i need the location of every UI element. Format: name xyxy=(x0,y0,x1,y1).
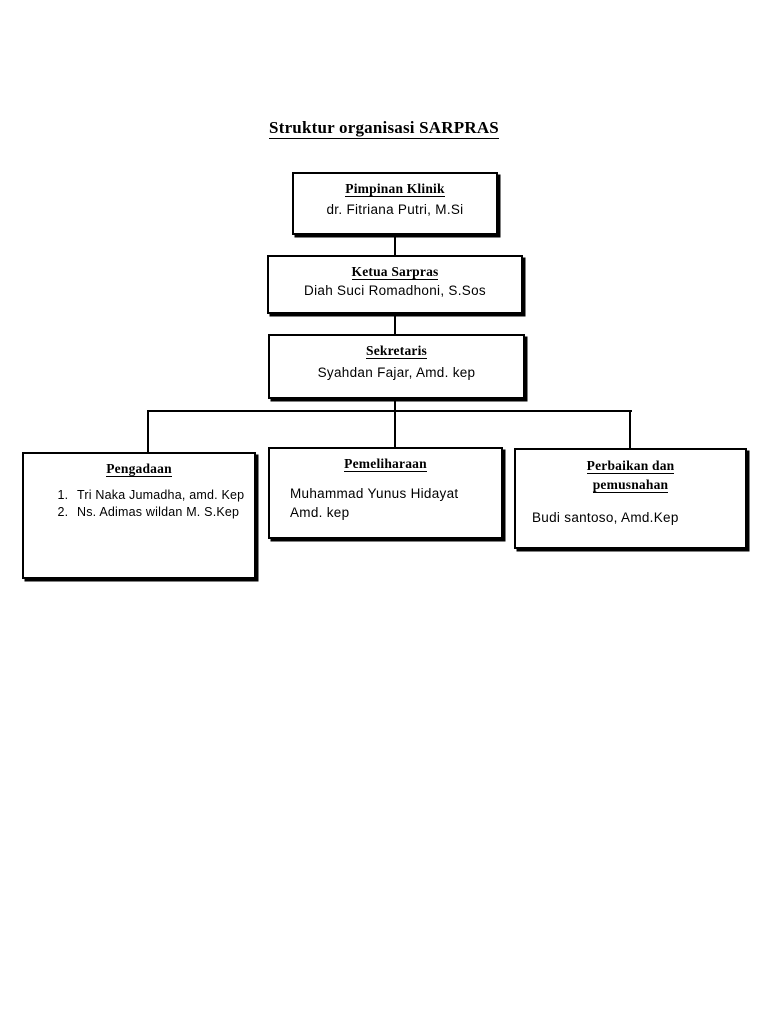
node-pemeliharaan-title-text: Pemeliharaan xyxy=(344,456,427,472)
node-perbaikan-title-line2: pemusnahan xyxy=(524,475,737,494)
node-pemeliharaan: Pemeliharaan Muhammad Yunus Hidayat Amd.… xyxy=(268,447,503,539)
list-item: Tri Naka Jumadha, amd. Kep xyxy=(72,487,246,503)
node-pemeliharaan-person: Muhammad Yunus Hidayat Amd. kep xyxy=(290,486,459,520)
connector-ketua-to-sekretaris xyxy=(394,313,397,335)
node-ketua-title: Ketua Sarpras xyxy=(277,263,513,280)
page-title-text: Struktur organisasi SARPRAS xyxy=(269,118,499,139)
connector-horizontal-bus xyxy=(147,410,632,413)
node-ketua-title-text: Ketua Sarpras xyxy=(351,264,439,280)
node-perbaikan-title-line1: Perbaikan dan xyxy=(524,456,737,475)
node-sekretaris: Sekretaris Syahdan Fajar, Amd. kep xyxy=(268,334,525,399)
node-pengadaan-title: Pengadaan xyxy=(32,460,246,477)
node-sekretaris-title-text: Sekretaris xyxy=(366,343,427,359)
list-item: Ns. Adimas wildan M. S.Kep xyxy=(72,504,246,520)
node-sekretaris-title: Sekretaris xyxy=(278,342,515,359)
node-pimpinan-title-text: Pimpinan Klinik xyxy=(345,181,445,197)
node-sekretaris-person: Syahdan Fajar, Amd. kep xyxy=(317,365,476,380)
connector-drop-perbaikan xyxy=(629,410,632,449)
node-pemeliharaan-title: Pemeliharaan xyxy=(278,455,493,472)
node-pengadaan-title-text: Pengadaan xyxy=(106,461,172,477)
connector-sekretaris-to-bus xyxy=(394,398,397,412)
node-ketua-sarpras: Ketua Sarpras Diah Suci Romadhoni, S.Sos xyxy=(267,255,523,314)
node-pimpinan-klinik: Pimpinan Klinik dr. Fitriana Putri, M.Si xyxy=(292,172,498,235)
node-pengadaan-member-list: Tri Naka Jumadha, amd. Kep Ns. Adimas wi… xyxy=(32,487,246,520)
connector-pimpinan-to-ketua xyxy=(394,234,397,256)
node-pengadaan: Pengadaan Tri Naka Jumadha, amd. Kep Ns.… xyxy=(22,452,256,579)
node-pimpinan-person: dr. Fitriana Putri, M.Si xyxy=(326,202,464,217)
node-perbaikan-title-line2-text: pemusnahan xyxy=(592,477,669,493)
node-perbaikan-title-line1-text: Perbaikan dan xyxy=(586,458,675,474)
node-perbaikan-person: Budi santoso, Amd.Kep xyxy=(532,510,679,525)
connector-drop-pengadaan xyxy=(147,410,150,453)
node-ketua-person: Diah Suci Romadhoni, S.Sos xyxy=(304,283,486,298)
node-perbaikan-dan-pemusnahan: Perbaikan dan pemusnahan Budi santoso, A… xyxy=(514,448,747,549)
connector-drop-pemeliharaan xyxy=(394,410,397,448)
node-pimpinan-title: Pimpinan Klinik xyxy=(302,180,488,197)
page-title: Struktur organisasi SARPRAS xyxy=(0,118,768,139)
